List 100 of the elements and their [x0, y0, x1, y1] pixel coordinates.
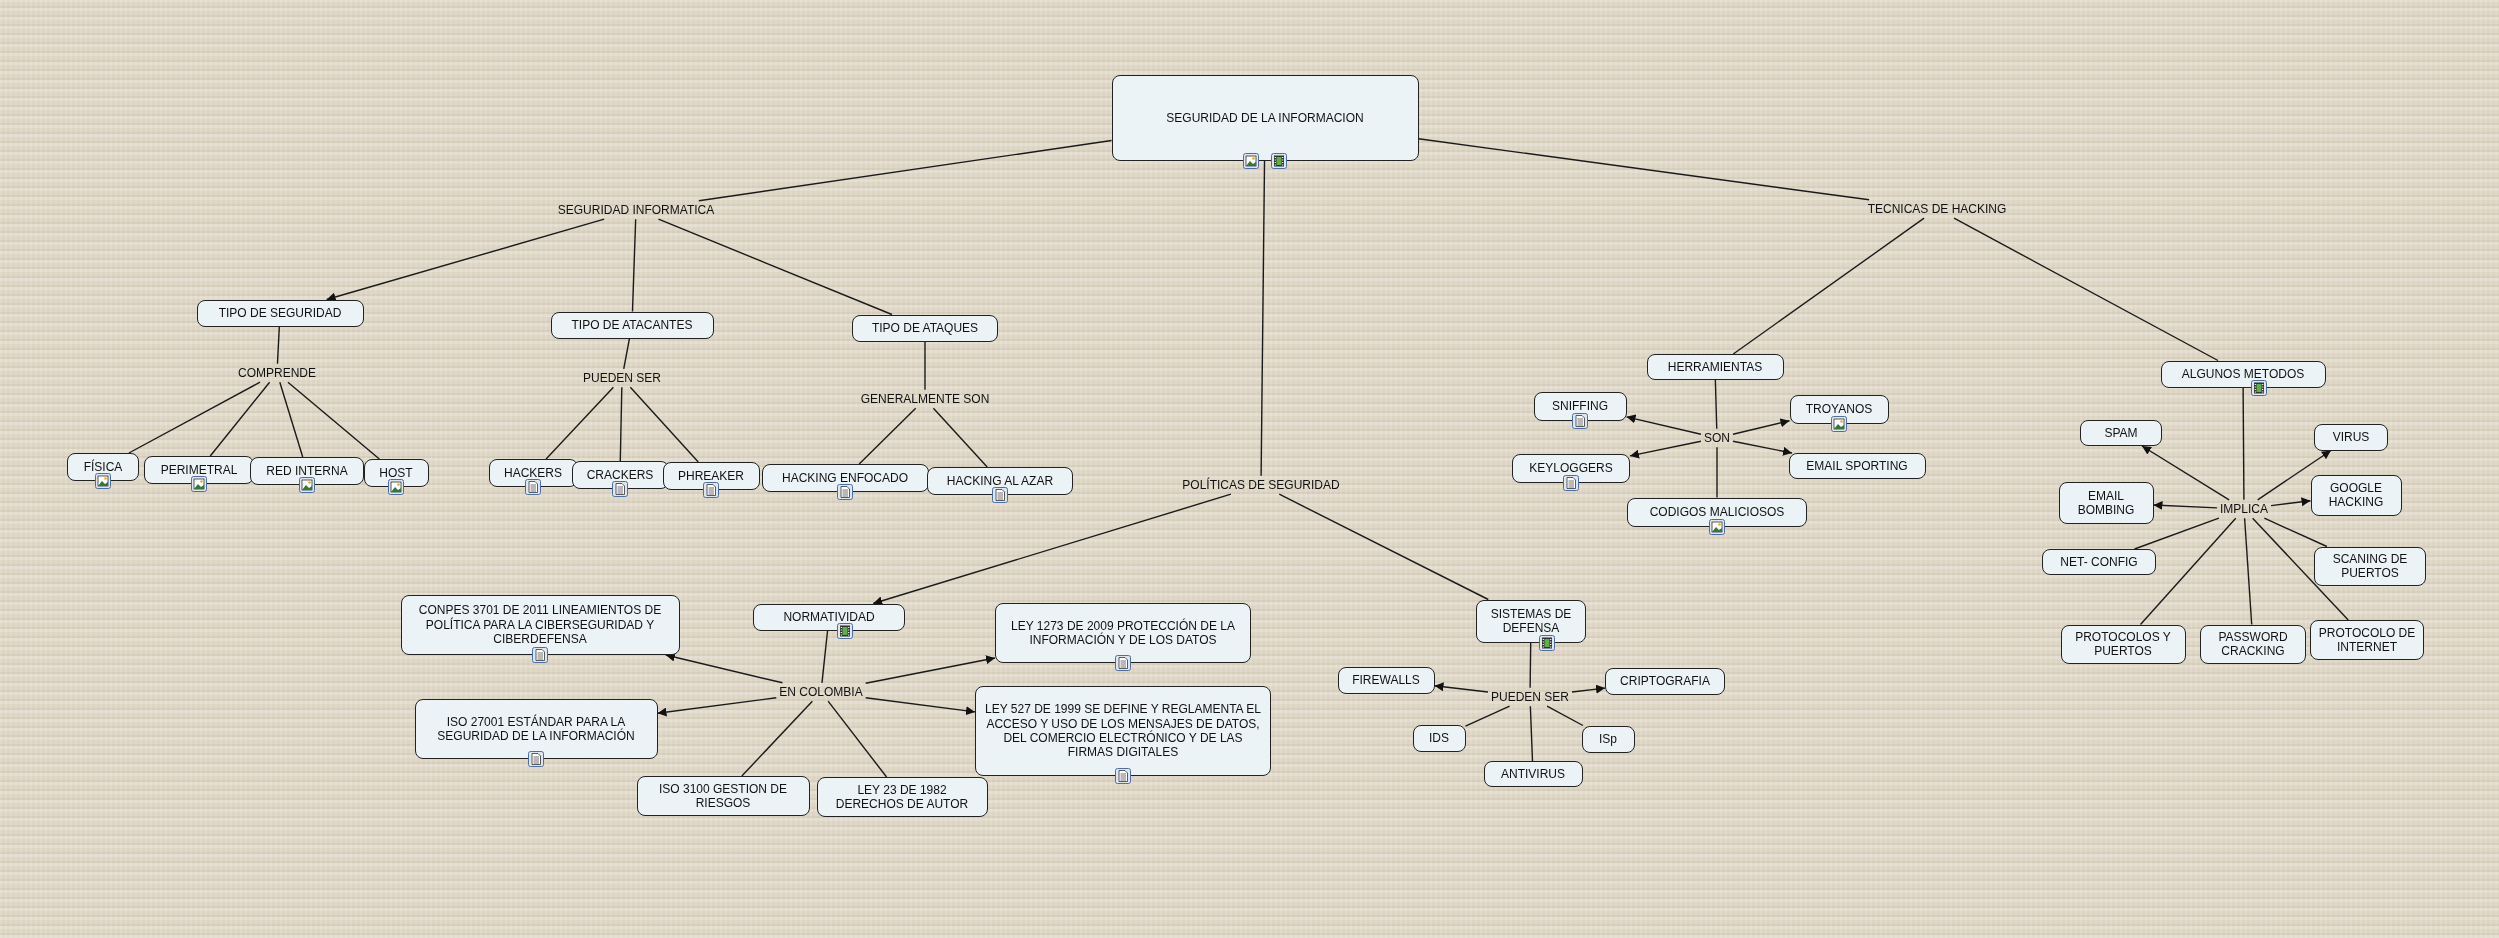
arrow [864, 655, 996, 684]
concept-box: IDS [1412, 724, 1466, 752]
connector-line [1260, 160, 1266, 477]
concept-box: ISp [1581, 725, 1635, 753]
concept-box: SNIFFING [1533, 391, 1627, 421]
concept-box: CODIGOS MALICIOSOS [1627, 497, 1807, 527]
connector-line [287, 381, 381, 460]
connector-line [276, 325, 281, 365]
connector-line [1714, 379, 1718, 430]
connector-line [1953, 217, 2219, 362]
connector-line [2139, 517, 2237, 626]
arrow [656, 697, 778, 717]
concept-box: HACKERS [488, 459, 578, 487]
concept-box: SPAM [2080, 420, 2162, 446]
connector-line [698, 139, 1113, 202]
concept-box: TIPO DE SEGURIDAD [196, 299, 364, 327]
connector-line [631, 218, 637, 313]
concept-box: TROYANOS [1789, 394, 1889, 424]
concept-box: HACKING AL AZAR [927, 467, 1073, 495]
arrow [2152, 500, 2218, 510]
linking-phrase: IMPLICA [2217, 499, 2271, 519]
connector-line [1732, 217, 1925, 355]
arrow [1732, 440, 1793, 456]
concept-box: SEGURIDAD DE LA INFORMACION [1111, 75, 1419, 161]
concept-box: NET- CONFIG [2042, 549, 2156, 575]
arrow [1625, 414, 1702, 435]
connector-line [2242, 386, 2245, 501]
concept-box: CONPES 3701 DE 2011 LINEAMIENTOS DE POLÍTICA PARA LA CIBERSEGURIDAD Y CIBERDEFENSA [400, 595, 680, 655]
concept-box: PASSWORD CRACKING [2200, 624, 2306, 664]
connector-line [924, 340, 926, 391]
concept-box: SISTEMAS DE DEFENSA [1476, 599, 1586, 643]
concept-box: PERIMETRAL [144, 456, 254, 484]
connector-line [1278, 493, 1489, 601]
connector-line [2251, 517, 2349, 621]
linking-phrase: GENERALMENTE SON [857, 389, 993, 409]
concept-box: ANTIVIRUS [1483, 761, 1583, 787]
arrow [1433, 682, 1489, 693]
concept-box: RED INTERNA [250, 457, 364, 485]
arrow [1571, 684, 1606, 694]
connector-line [619, 386, 623, 462]
arrow [2270, 497, 2312, 507]
concept-box: PHREAKER [662, 462, 760, 490]
concept-box: ISO 3100 GESTION DE RIESGOS [636, 776, 810, 816]
linking-phrase: SON [1701, 428, 1733, 448]
concept-box: CRIPTOGRAFIA [1605, 667, 1725, 695]
linking-phrase: PUEDEN SER [1488, 687, 1572, 707]
connector-line [545, 386, 615, 460]
connector-line [623, 337, 631, 370]
linking-phrase: SEGURIDAD INFORMATICA [554, 200, 718, 220]
concept-box: VIRUS [2314, 423, 2388, 451]
connector-line [128, 381, 261, 454]
linking-phrase: POLÍTICAS DE SEGURIDAD [1179, 475, 1343, 495]
connector-line [1529, 705, 1534, 762]
connector-line [932, 407, 988, 468]
arrow [2256, 449, 2332, 501]
concept-box: HOST [363, 459, 429, 487]
connector-line [279, 381, 304, 458]
connector-line [827, 700, 888, 778]
linking-phrase: TECNICAS DE HACKING [1864, 199, 2010, 219]
arrow [872, 493, 1232, 606]
connector-line [2263, 517, 2328, 548]
concept-box: ALGUNOS METODOS [2160, 360, 2326, 388]
arrow [864, 697, 976, 716]
concept-box: KEYLOGGERS [1512, 453, 1630, 483]
concept-box: TIPO DE ATACANTES [550, 311, 714, 339]
concept-box: EMAIL SPORTING [1788, 453, 1926, 479]
linking-phrase: EN COLOMBIA [776, 682, 866, 702]
concept-box: PROTOCOLOS Y PUERTOS [2060, 624, 2186, 664]
concept-box: NORMATIVIDAD [753, 603, 905, 631]
concept-box: FÍSICA [67, 453, 139, 481]
connector-line [1417, 138, 1870, 201]
arrow [2141, 445, 2230, 501]
concept-box: LEY 23 DE 1982 DERECHOS DE AUTOR [816, 777, 988, 817]
linking-phrase: COMPRENDE [235, 363, 319, 383]
connector-line [1529, 641, 1532, 689]
connector-line [741, 700, 814, 777]
arrow [1732, 418, 1791, 435]
concept-box: FIREWALLS [1337, 666, 1435, 694]
concept-box: EMAIL BOMBING [2058, 482, 2154, 524]
concept-box: HERRAMIENTAS [1646, 354, 1784, 380]
concept-box: LEY 527 DE 1999 SE DEFINE Y REGLAMENTA EL ACCESO Y USO DE LOS MENSAJES DE DATOS, DEL COMERCIO ELECTRÓNICO Y DE LAS FIRMAS DIGITALES [975, 686, 1271, 776]
connector-line [1464, 705, 1511, 727]
concept-box: HACKING ENFOCADO [761, 464, 929, 492]
connector-line [858, 407, 917, 465]
concept-box: ISO 27001 ESTÁNDAR PARA LA SEGURIDAD DE LA INFORMACIÓN [414, 699, 658, 759]
concept-box: TIPO DE ATAQUES [852, 314, 998, 342]
connector-line [821, 629, 829, 684]
connector-line [657, 218, 893, 316]
connector-line [1546, 705, 1584, 727]
arrow [325, 218, 605, 302]
arrow [1629, 440, 1702, 459]
linking-phrase: PUEDEN SER [580, 368, 664, 388]
concept-box: LEY 1273 DE 2009 PROTECCIÓN DE LA INFORMACIÓN Y DE LOS DATOS [995, 603, 1251, 663]
connector-line [2133, 517, 2220, 550]
concept-box: PROTOCOLO DE INTERNET [2310, 620, 2424, 660]
concept-box: GOOGLE HACKING [2310, 474, 2402, 516]
connector-line [2243, 517, 2253, 626]
concept-box: SCANING DE PUERTOS [2314, 546, 2426, 586]
connector-line [629, 386, 699, 463]
connector-line [1716, 446, 1718, 499]
